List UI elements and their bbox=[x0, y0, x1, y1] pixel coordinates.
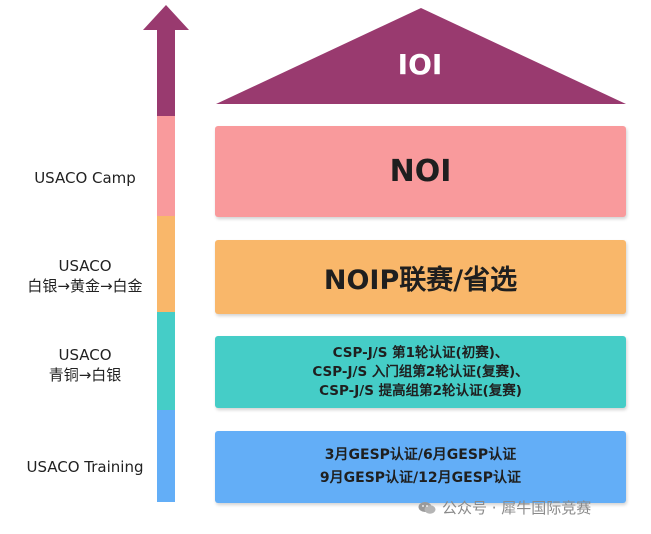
progress-segment-noi bbox=[157, 116, 175, 216]
ioi-roof bbox=[216, 8, 626, 104]
noip-box: NOIP联赛/省选 bbox=[215, 240, 626, 314]
usaco-camp-label: USACO Camp bbox=[34, 169, 136, 187]
watermark: 公众号 · 犀牛国际竞赛 bbox=[418, 497, 591, 518]
csp-line-1: CSP-J/S 第1轮认证(初赛)、 bbox=[332, 344, 509, 361]
noi-label: NOI bbox=[389, 154, 452, 189]
watermark-text: 公众号 · 犀牛国际竞赛 bbox=[442, 499, 592, 517]
usaco-gold-label: USACO 白银→黄金→白金 bbox=[10, 256, 160, 296]
noip-label: NOIP联赛/省选 bbox=[323, 264, 518, 296]
gesp-line-2: 9月GESP认证/12月GESP认证 bbox=[319, 470, 522, 486]
usaco-silver-label: USACO 青铜→白银 bbox=[10, 345, 160, 385]
usaco-training-label: USACO Training bbox=[26, 458, 144, 476]
csp-box: CSP-J/S 第1轮认证(初赛)、 CSP-J/S 入门组第2轮认证(复赛)、… bbox=[215, 336, 626, 408]
progress-segment-ioi bbox=[157, 28, 175, 116]
noi-box: NOI bbox=[215, 126, 626, 217]
ioi-label: IOI bbox=[397, 48, 443, 81]
usaco-silver-sub: 青铜→白银 bbox=[48, 366, 122, 384]
gesp-box: 3月GESP认证/6月GESP认证 9月GESP认证/12月GESP认证 bbox=[215, 431, 626, 503]
arrow-up-icon bbox=[143, 5, 189, 30]
usaco-gold-title: USACO bbox=[58, 257, 112, 275]
progress-segment-noip bbox=[157, 216, 175, 312]
usaco-silver-title: USACO bbox=[58, 346, 112, 364]
csp-line-3: CSP-J/S 提高组第2轮认证(复赛) bbox=[319, 382, 522, 399]
usaco-gold-sub: 白银→黄金→白金 bbox=[27, 277, 143, 295]
gesp-line-1: 3月GESP认证/6月GESP认证 bbox=[324, 447, 517, 463]
csp-line-2: CSP-J/S 入门组第2轮认证(复赛)、 bbox=[312, 363, 529, 380]
progress-segment-gesp bbox=[157, 410, 175, 502]
wechat-icon bbox=[418, 501, 436, 514]
progress-segment-csp bbox=[157, 312, 175, 410]
